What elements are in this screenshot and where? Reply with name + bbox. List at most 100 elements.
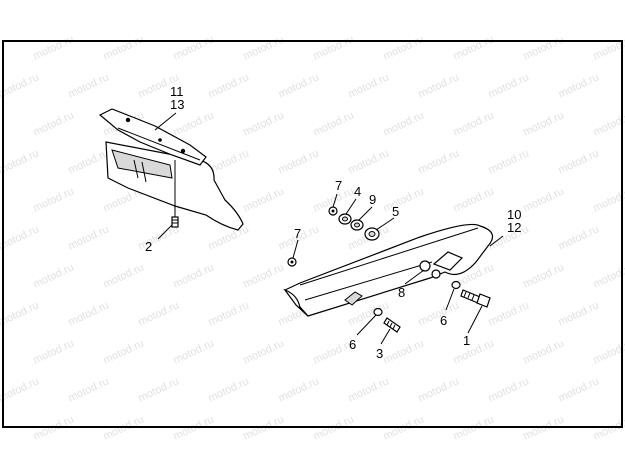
watermark-text: motod.ru (591, 261, 625, 290)
watermark-text: motod.ru (556, 299, 600, 328)
label-part-5: 5 (392, 204, 399, 219)
watermark-text: motod.ru (486, 71, 530, 100)
watermark-text: motod.ru (0, 375, 41, 404)
leader-lines (154, 112, 504, 345)
spacer-part-4 (338, 213, 352, 225)
lower-chain-guard (283, 223, 494, 317)
label-part-10: 10 (507, 207, 521, 222)
watermark-text: motod.ru (31, 33, 75, 62)
watermark-text: motod.ru (66, 223, 110, 252)
watermark-text: motod.ru (66, 299, 110, 328)
watermark-text: motod.ru (486, 375, 530, 404)
watermark-text: motod.ru (381, 109, 425, 138)
spacer-part-9 (350, 219, 364, 231)
label-part-6-left: 6 (349, 337, 356, 352)
label-part-11: 11 (170, 84, 184, 99)
watermark-text: motod.ru (381, 337, 425, 366)
watermark-text: motod.ru (416, 71, 460, 100)
watermark-text: motod.ru (0, 147, 41, 176)
watermark-text: motod.ru (31, 413, 75, 442)
label-part-8: 8 (398, 285, 405, 300)
watermark-text: motod.ru (381, 413, 425, 442)
watermark-text: motod.ru (66, 375, 110, 404)
watermark-text: motod.ru (171, 33, 215, 62)
watermark-text: motod.ru (206, 71, 250, 100)
watermark-text: motod.ru (451, 33, 495, 62)
watermark-text: motod.ru (521, 185, 565, 214)
watermark-text: motod.ru (416, 147, 460, 176)
watermark-text: motod.ru (0, 71, 41, 100)
spacer-part-5 (364, 227, 380, 241)
watermark-text: motod.ru (171, 109, 215, 138)
watermark-text: motod.ru (591, 109, 625, 138)
watermark-text: motod.ru (206, 223, 250, 252)
watermark-text: motod.ru (276, 375, 320, 404)
nut-part-7-upper (328, 206, 338, 216)
watermark-text: motod.ru (66, 147, 110, 176)
upper-chain-guard (98, 108, 244, 231)
watermark-text: motod.ru (346, 375, 390, 404)
label-part-7-upper: 7 (335, 178, 342, 193)
label-part-3: 3 (376, 346, 383, 361)
watermark-text: motod.ru (416, 375, 460, 404)
watermark-text: motod.ru (556, 71, 600, 100)
watermark-text: motod.ru (451, 413, 495, 442)
watermark-text: motod.ru (66, 71, 110, 100)
watermark-text: motod.ru (591, 185, 625, 214)
part-labels: 11 13 2 7 4 9 5 7 10 12 8 6 6 3 1 (145, 84, 521, 361)
watermark-text: motod.ru (521, 109, 565, 138)
watermark-text: motod.ru (171, 413, 215, 442)
label-part-2: 2 (145, 239, 152, 254)
watermark-text: motod.ru (521, 413, 565, 442)
watermark-text: motod.ru (556, 223, 600, 252)
watermark-text: motod.ru (241, 33, 285, 62)
watermark-text: motod.ru (346, 71, 390, 100)
diagram-frame (2, 40, 623, 428)
watermark-text: motod.ru (241, 413, 285, 442)
bolt-part-3 (383, 317, 401, 333)
watermark-text: motod.ru (31, 109, 75, 138)
watermark-text: motod.ru (311, 413, 355, 442)
label-part-7-lower: 7 (294, 226, 301, 241)
hardware-set (287, 206, 491, 333)
watermark-text: motod.ru (486, 299, 530, 328)
watermark-text: motod.ru (311, 109, 355, 138)
watermark-text: motod.ru (556, 147, 600, 176)
label-part-12: 12 (507, 220, 521, 235)
washer-part-6-left (373, 307, 383, 317)
watermark-layer: motod.ru motod.ru motod.ru motod.ru motod.ru… (0, 33, 625, 442)
label-part-6-right: 6 (440, 313, 447, 328)
nut-part-7-lower (287, 257, 297, 267)
watermark-text: motod.ru (276, 71, 320, 100)
watermark-text: motod.ru (241, 109, 285, 138)
watermark-text: motod.ru (136, 375, 180, 404)
watermark-text: motod.ru (31, 185, 75, 214)
label-part-4: 4 (354, 184, 361, 199)
watermark-text: motod.ru (451, 185, 495, 214)
watermark-text: motod.ru (101, 337, 145, 366)
bolt-part-1 (460, 289, 491, 308)
watermark-text: motod.ru (556, 375, 600, 404)
watermark-text: motod.ru (521, 261, 565, 290)
watermark-text: motod.ru (276, 147, 320, 176)
watermark-text: motod.ru (486, 147, 530, 176)
watermark-text: motod.ru (346, 147, 390, 176)
watermark-text: motod.ru (206, 299, 250, 328)
watermark-text: motod.ru (591, 337, 625, 366)
watermark-text: motod.ru (31, 261, 75, 290)
watermark-text: motod.ru (206, 375, 250, 404)
watermark-text: motod.ru (171, 261, 215, 290)
watermark-text: motod.ru (136, 299, 180, 328)
watermark-text: motod.ru (416, 299, 460, 328)
watermark-text: motod.ru (241, 261, 285, 290)
watermark-text: motod.ru (31, 337, 75, 366)
watermark-text: motod.ru (381, 33, 425, 62)
watermark-text: motod.ru (311, 33, 355, 62)
watermark-text: motod.ru (591, 33, 625, 62)
label-part-9: 9 (369, 192, 376, 207)
watermark-text: motod.ru (451, 109, 495, 138)
watermark-text: motod.ru (0, 299, 41, 328)
watermark-text: motod.ru (241, 337, 285, 366)
